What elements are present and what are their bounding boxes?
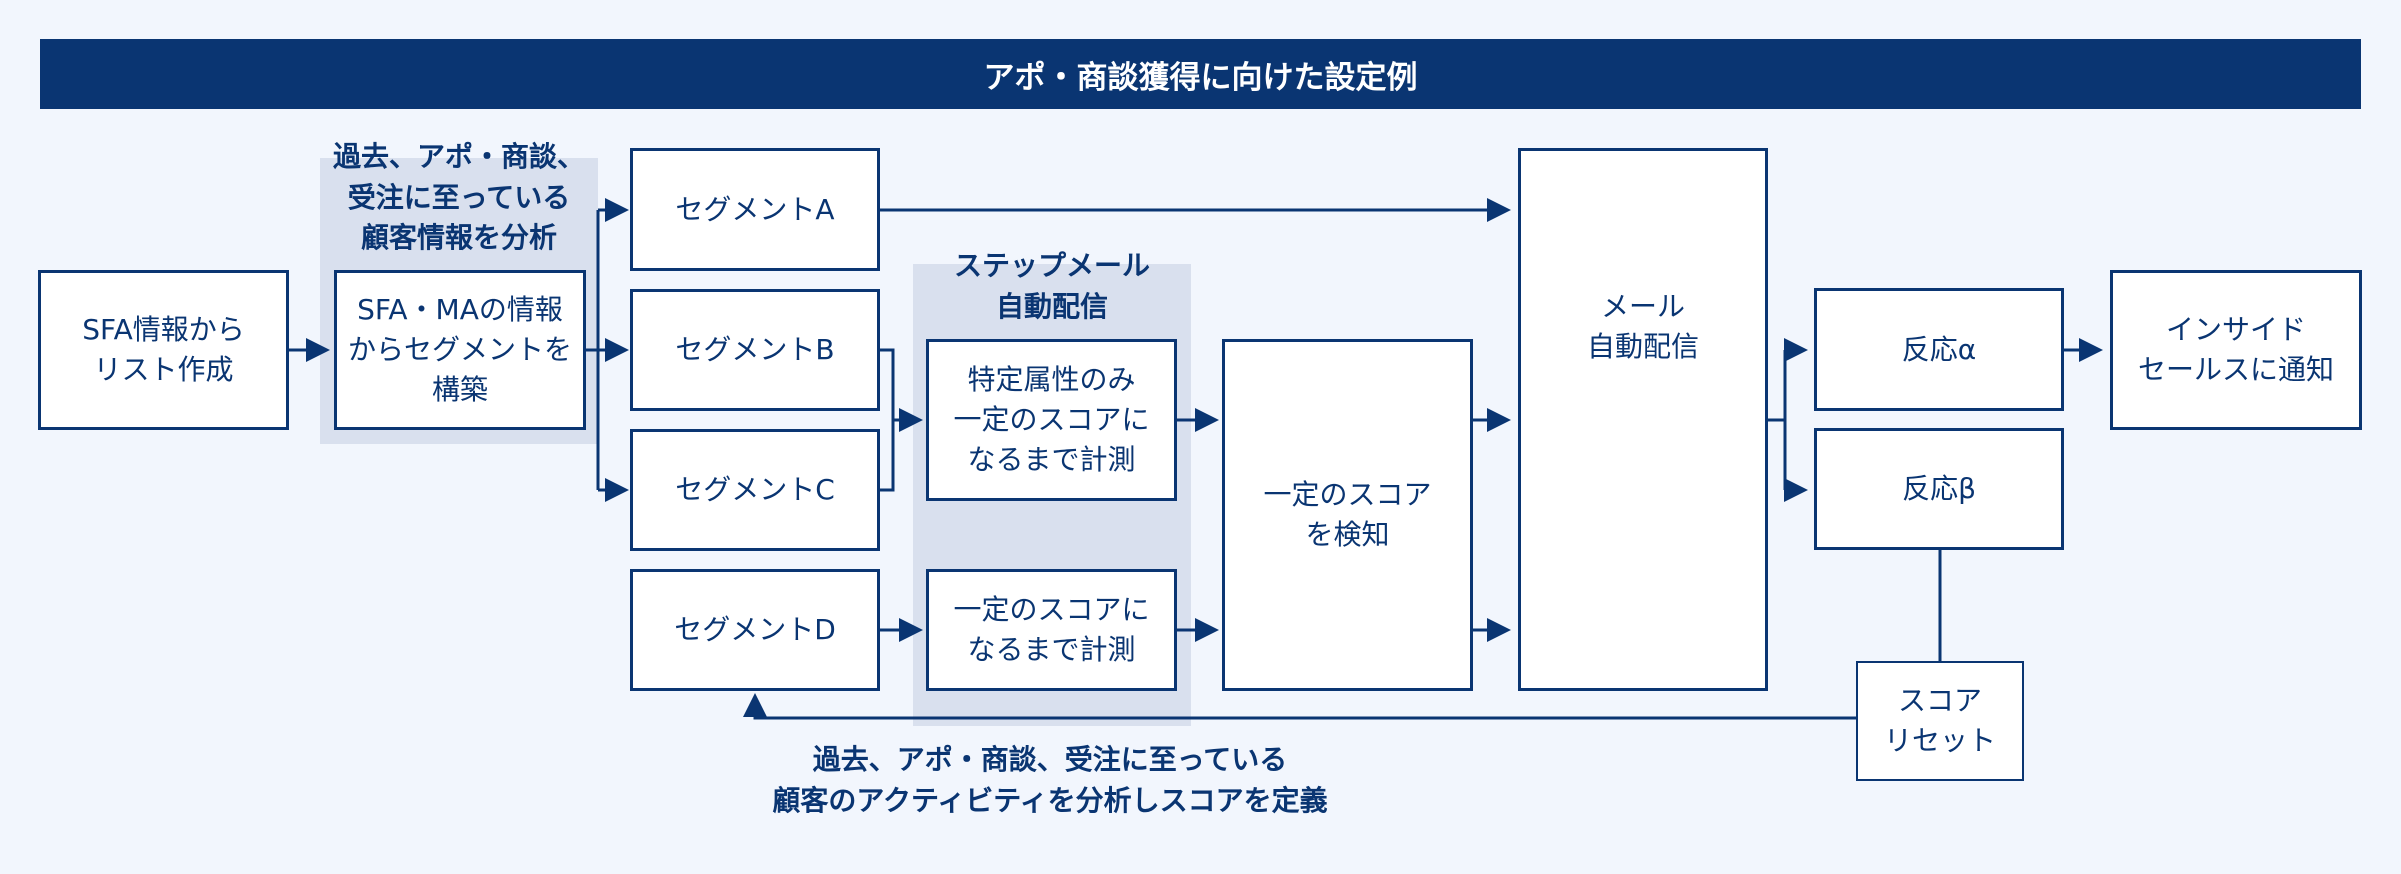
- diagram-title: アポ・商談獲得に向けた設定例: [40, 39, 2361, 109]
- note-define-score: 過去、アポ・商談、受注に至っている 顧客のアクティビティを分析しスコアを定義: [772, 743, 1328, 817]
- box-measure-score: 一定のスコアに なるまで計測: [926, 569, 1177, 691]
- box-sfa-list: SFA情報から リスト作成: [38, 270, 289, 430]
- box-measure-attr: 特定属性のみ 一定のスコアに なるまで計測: [926, 339, 1177, 501]
- arrow-reset-to-segment-d: [743, 693, 1856, 720]
- box-reaction-alpha: 反応α: [1814, 288, 2064, 411]
- box-reaction-beta: 反応β: [1814, 428, 2064, 550]
- box-segment-a: セグメントA: [630, 148, 880, 271]
- box-detect-score: 一定のスコア を検知: [1222, 339, 1473, 691]
- box-notify-inside-sales: インサイド セールスに通知: [2110, 270, 2362, 430]
- box-auto-mail: メール 自動配信: [1518, 148, 1768, 691]
- box-segment-c: セグメントC: [630, 429, 880, 551]
- box-segment-b: セグメントB: [630, 289, 880, 411]
- note-analyze-customers: 過去、アポ・商談、 受注に至っている 顧客情報を分析: [332, 140, 585, 255]
- box-segment-d: セグメントD: [630, 569, 880, 691]
- box-build-segment: SFA・MAの情報 からセグメントを 構築: [334, 270, 586, 430]
- note-step-mail: ステップメール 自動配信: [953, 249, 1150, 323]
- box-score-reset: スコア リセット: [1856, 661, 2024, 781]
- line-segment-b-merge: [880, 348, 895, 492]
